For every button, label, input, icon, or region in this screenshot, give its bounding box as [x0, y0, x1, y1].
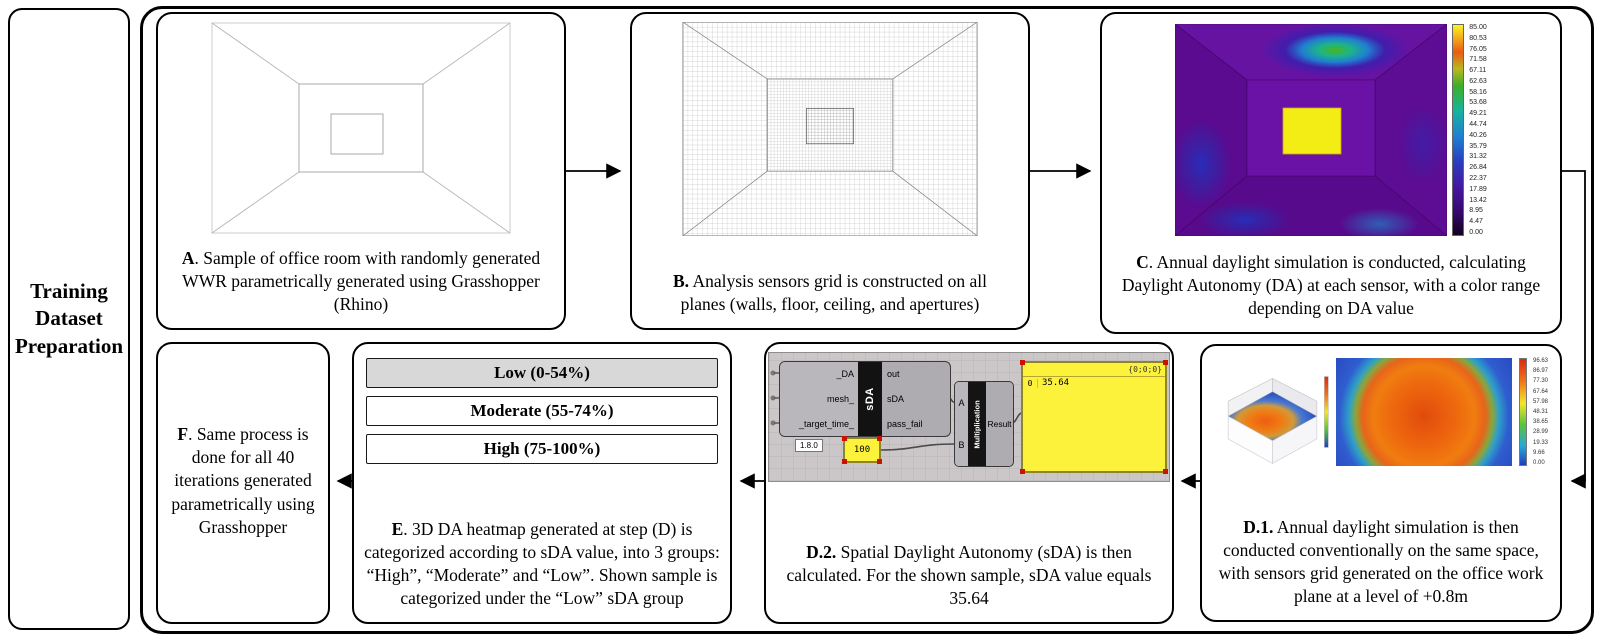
panel-e: Low (0-54%) Moderate (55-74%) High (75-1… — [352, 342, 732, 624]
category-bar-moderate: Moderate (55-74%) — [366, 396, 718, 426]
gh-input-da: _DA — [836, 369, 854, 380]
da-heatmap-with-legend: 85.00 80.53 76.05 71.58 67.11 62.63 58.1… — [1175, 24, 1487, 236]
gh-mult-input-b: B — [958, 440, 965, 450]
d1-color-scale-labels: 96.63 86.97 77.30 67.64 57.98 48.31 38.6… — [1532, 358, 1548, 466]
gh-output-out: out — [887, 369, 900, 380]
gh-sda-inputs: _DA mesh_ _target_time_ — [780, 362, 858, 436]
gh-input-mesh: mesh_ — [826, 393, 854, 404]
gh-input-target-time: _target_time_ — [798, 418, 854, 429]
room-3d-heatmap — [1227, 376, 1329, 465]
gh-result-panel: {0;0;0} 0 35.64 — [1020, 360, 1168, 474]
ceiling-daylight-blob — [1261, 24, 1410, 77]
gh-version-tag: 1.8.0 — [795, 439, 823, 452]
sensor-grid-room — [682, 22, 978, 236]
gh-output-pass-fail: pass_fail — [887, 418, 923, 429]
window-grid — [806, 107, 854, 145]
mini-color-scale — [1324, 376, 1329, 448]
caption-f-label: F — [177, 424, 189, 445]
caption-a-text: . Sample of office room with randomly ge… — [182, 247, 541, 314]
room-wireframe-sketch — [211, 22, 511, 234]
sda-category-bars: Low (0-54%) Moderate (55-74%) High (75-1… — [366, 358, 718, 464]
panel-b: B. Analysis sensors grid is constructed … — [630, 12, 1030, 330]
caption-f: F. Same process is done for all 40 itera… — [168, 423, 318, 538]
caption-c: C. Annual daylight simulation is conduct… — [1112, 251, 1550, 320]
category-bar-high: High (75-100%) — [366, 434, 718, 464]
da-color-scale-labels: 85.00 80.53 76.05 71.58 67.11 62.63 58.1… — [1469, 24, 1487, 236]
sidebar-title-line: Training — [30, 279, 108, 304]
caption-d1: D.1. Annual daylight simulation is then … — [1214, 516, 1548, 608]
window-outline — [330, 113, 384, 155]
panel-c: 85.00 80.53 76.05 71.58 67.11 62.63 58.1… — [1100, 12, 1562, 334]
caption-a-label: A — [181, 247, 195, 268]
gh-result-row-index: 0 — [1023, 378, 1038, 388]
main-frame — [140, 6, 1594, 634]
grasshopper-canvas: _DA mesh_ _target_time_ sDA out sDA pass… — [768, 352, 1170, 482]
da-color-scale — [1452, 24, 1465, 236]
panel-a: A. Sample of office room with randomly g… — [156, 12, 566, 330]
caption-b: B. Analysis sensors grid is constructed … — [654, 270, 1006, 316]
gh-multiplication-component: A B Multiplication Result — [954, 381, 1014, 467]
gh-result-row-value: 35.64 — [1042, 378, 1070, 388]
caption-d2-label: D.2. — [806, 541, 837, 562]
caption-c-text: . Annual daylight simulation is conducte… — [1121, 251, 1541, 318]
sidebar-title-line: Dataset — [35, 306, 103, 331]
panel-f: F. Same process is done for all 40 itera… — [156, 342, 330, 624]
caption-d1-text: Annual daylight simulation is then condu… — [1218, 516, 1544, 606]
gh-result-panel-path: {0;0;0} — [1023, 363, 1165, 377]
caption-b-label: B. — [672, 270, 690, 291]
caption-d2-text: Spatial Daylight Autonomy (sDA) is then … — [786, 541, 1152, 608]
caption-d1-label: D.1. — [1243, 516, 1274, 537]
gh-mult-output: Result — [987, 419, 1012, 429]
caption-e-label: E — [391, 518, 404, 539]
caption-a: A. Sample of office room with randomly g… — [180, 247, 542, 316]
gh-mult-inputs: A B — [955, 382, 968, 466]
gh-result-panel-row: 0 35.64 — [1023, 377, 1165, 389]
caption-e-text: . 3D DA heatmap generated at step (D) is… — [364, 518, 720, 608]
caption-d2: D.2. Spatial Daylight Autonomy (sDA) is … — [776, 541, 1162, 610]
d1-color-scale — [1518, 358, 1527, 466]
gh-mult-core: Multiplication — [968, 382, 986, 466]
caption-b-text: Analysis sensors grid is constructed on … — [680, 270, 987, 314]
workplane-heatmap — [1335, 358, 1512, 466]
gh-mult-input-a: A — [958, 398, 965, 408]
sidebar-label-box: Training Dataset Preparation — [8, 8, 130, 630]
gh-output-sda: sDA — [887, 393, 905, 404]
gh-sda-component: _DA mesh_ _target_time_ sDA out sDA pass… — [779, 361, 951, 437]
panel-d1: 96.63 86.97 77.30 67.64 57.98 48.31 38.6… — [1200, 344, 1562, 622]
da-heatmap-room — [1175, 24, 1448, 236]
window-heatmap — [1282, 107, 1342, 155]
panel-d2: _DA mesh_ _target_time_ sDA out sDA pass… — [764, 342, 1174, 624]
gh-sda-outputs: out sDA pass_fail — [882, 362, 950, 436]
category-bar-low: Low (0-54%) — [366, 358, 718, 388]
sidebar-title-line: Preparation — [14, 333, 124, 358]
gh-number-panel-100: 100 — [842, 436, 882, 464]
d1-images: 96.63 86.97 77.30 67.64 57.98 48.31 38.6… — [1214, 356, 1548, 468]
gh-sda-core: sDA — [858, 362, 882, 436]
caption-c-label: C — [1136, 251, 1149, 272]
caption-f-text: . Same process is done for all 40 iterat… — [171, 424, 315, 537]
caption-e: E. 3D DA heatmap generated at step (D) i… — [364, 518, 720, 610]
sidebar-title: Training Dataset Preparation — [15, 278, 123, 360]
